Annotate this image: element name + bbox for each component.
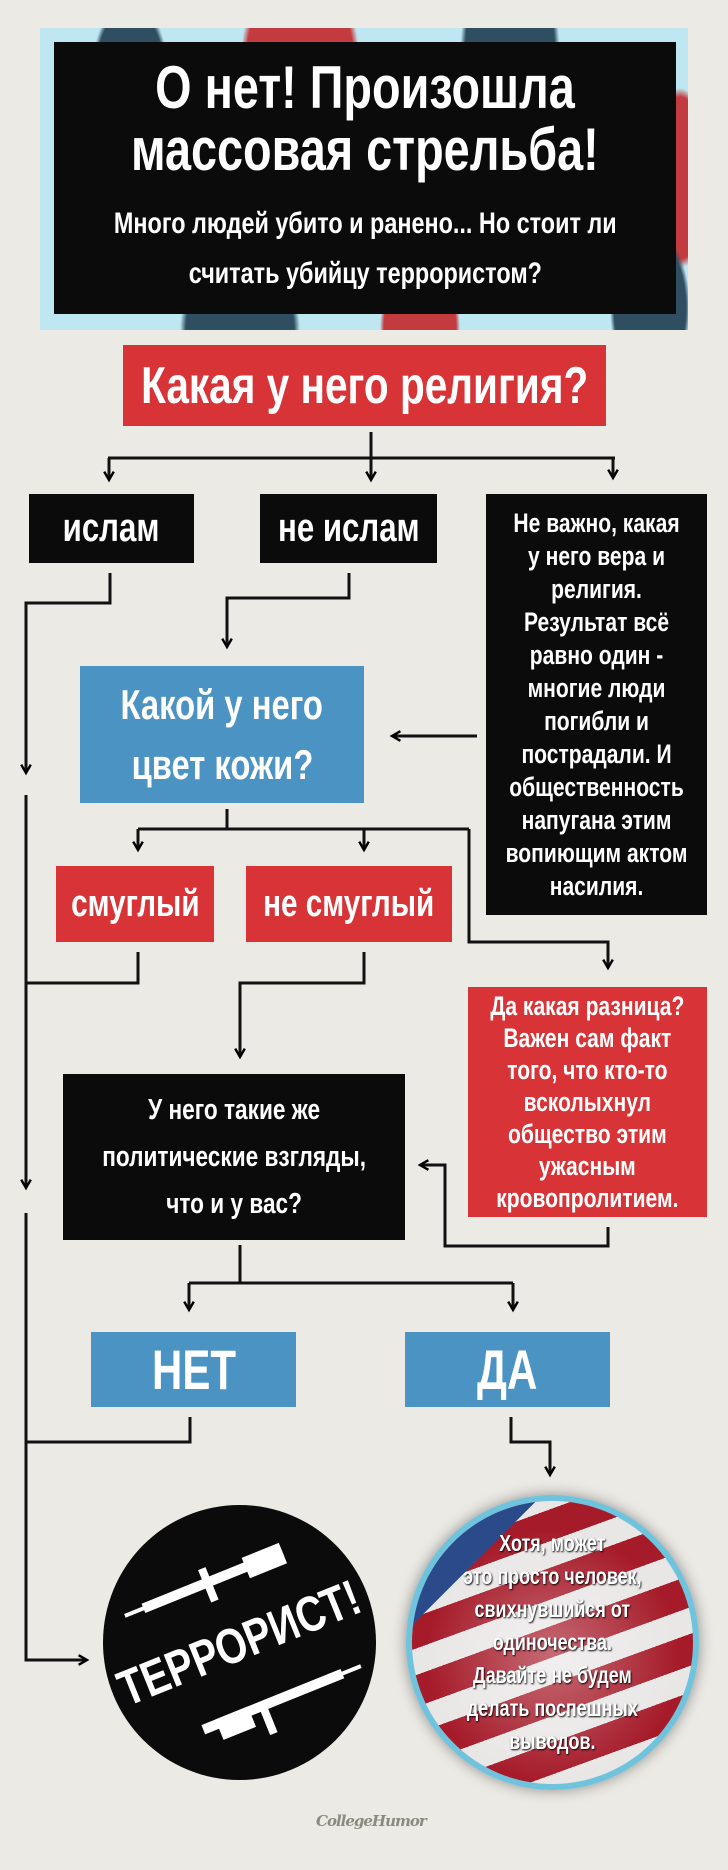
ra-line: многие люди xyxy=(527,672,666,703)
title-line: массовая стрельба! xyxy=(131,116,599,183)
rl-line: это просто человек, xyxy=(463,1563,642,1589)
option-yes: ДА xyxy=(405,1332,610,1407)
rl-line: Давайте не будем xyxy=(473,1662,632,1688)
arrow-from-not-dark xyxy=(234,952,366,1060)
ra-line: вопиющим актом xyxy=(505,837,688,868)
qp-line: политические взгляды, xyxy=(102,1140,366,1173)
question-politics: У него такие же политические взгляды, что … xyxy=(63,1074,405,1240)
sa-line: всколыхнул xyxy=(523,1087,652,1117)
question-skin-line: цвет кожи? xyxy=(131,740,313,788)
question-religion-text: Какая у него религия? xyxy=(140,356,589,415)
connector-religion-split xyxy=(108,432,615,478)
subtitle-line: Много людей убито и ранено... Но стоит л… xyxy=(113,207,617,240)
question-skin: Какой у него цвет кожи? xyxy=(80,666,364,803)
rl-line: делать поспешных xyxy=(467,1695,638,1721)
subtitle-line: считать убийцу террористом? xyxy=(188,257,542,290)
ra-line: пострадали. И xyxy=(521,738,672,769)
ra-line: Не важно, какая xyxy=(513,507,680,538)
option-dark: смуглый xyxy=(56,866,214,942)
sa-line: общество этим xyxy=(508,1119,667,1149)
option-not-islam: не ислам xyxy=(260,494,437,563)
sa-line: Да какая разница? xyxy=(490,991,685,1021)
line-from-dark xyxy=(26,952,140,985)
arrow-from-not-islam xyxy=(221,573,351,650)
connector-politics-split xyxy=(189,1245,513,1285)
qp-line: что и у вас? xyxy=(166,1187,302,1220)
rifles-icon xyxy=(124,1542,362,1740)
qp-line: У него такие же xyxy=(148,1093,320,1126)
option-not-dark-text: не смуглый xyxy=(263,882,435,925)
option-no-text: НЕТ xyxy=(151,1338,236,1401)
arrow-to-skin-irrelevant xyxy=(467,829,614,971)
arrow-yes-to-lonely xyxy=(509,1417,556,1478)
arrow-no-to-terrorist xyxy=(24,1213,192,1660)
result-lonely: Хотя, может это просто человек, свихнувший… xyxy=(406,1495,699,1790)
option-not-islam-text: не ислам xyxy=(277,506,420,550)
question-religion: Какая у него религия? xyxy=(123,345,606,426)
ra-line: погибли и xyxy=(544,705,649,736)
option-no: НЕТ xyxy=(91,1332,296,1407)
sa-line: Важен сам факт xyxy=(503,1023,672,1053)
ra-line: Результат всё xyxy=(523,606,670,637)
ra-line: общественность xyxy=(509,771,684,802)
ra-line: напугана этим xyxy=(521,804,672,835)
rl-line: выводов. xyxy=(509,1728,596,1754)
option-yes-text: ДА xyxy=(477,1338,538,1401)
sa-line: кровопролитием. xyxy=(496,1183,679,1213)
rl-line: Хотя, может xyxy=(499,1530,606,1556)
ra-line: религия. xyxy=(551,573,642,604)
result-lonely-text: Хотя, может это просто человек, свихнувший… xyxy=(438,1527,667,1758)
result-terrorist: ТЕРРОРИСТ! xyxy=(103,1505,376,1780)
rl-line: одиночества. xyxy=(492,1629,613,1655)
question-skin-line: Какой у него xyxy=(120,680,324,728)
ra-line: у него вера и xyxy=(528,540,665,571)
connector-skin-split xyxy=(138,809,469,831)
sa-line: того, что кто-то xyxy=(507,1055,668,1085)
arrow-skin-irrelevant-to-politics xyxy=(417,1159,610,1248)
title-line: О нет! Произошла xyxy=(155,54,575,121)
option-islam-text: ислам xyxy=(63,506,160,550)
ra-line: насилия. xyxy=(549,870,644,901)
question-politics-text: У него такие же политические взгляды, что … xyxy=(65,1087,403,1228)
collegehumor-logo: CollegeHumor xyxy=(316,1812,427,1830)
option-dark-text: смуглый xyxy=(70,882,200,925)
option-islam: ислам xyxy=(29,494,194,563)
header-title-box: О нет! Произошла массовая стрельба! Мног… xyxy=(54,42,676,314)
sa-line: ужасным xyxy=(539,1151,636,1181)
ra-line: равно один - xyxy=(529,639,664,670)
rl-line: свихнувшийся от xyxy=(474,1596,631,1622)
option-not-dark: не смуглый xyxy=(246,866,452,942)
arrow-from-islam xyxy=(20,573,112,776)
